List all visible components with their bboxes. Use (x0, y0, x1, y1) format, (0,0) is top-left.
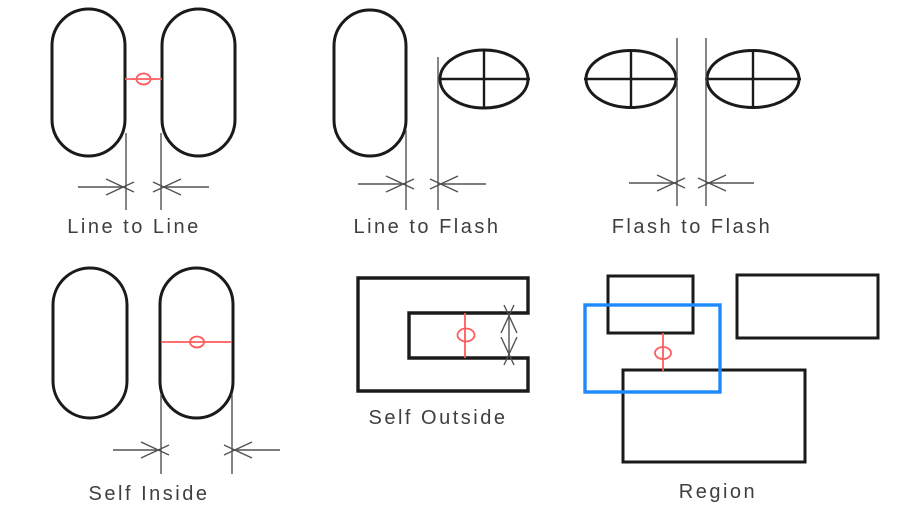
panel-flash-to-flash: Flash to Flash (584, 38, 801, 238)
panel-label-self-outside: Self Outside (369, 407, 508, 429)
spacing-marker-circle-icon (189, 335, 205, 349)
copper-rectangles (606, 273, 880, 464)
arrowhead-stroke (223, 444, 253, 459)
panel-label-line-to-line: Line to Line (67, 216, 200, 238)
panel-self-outside: Self Outside (356, 276, 530, 429)
dimension-indicator (629, 38, 754, 206)
trace-stadium-left (50, 7, 127, 158)
arrowhead-stroke (152, 181, 182, 196)
arrowhead-stroke (500, 336, 515, 366)
arrowhead-stroke (429, 175, 459, 190)
flash-crosshair-icon (438, 50, 530, 108)
arrowhead-stroke (503, 336, 518, 366)
panel-label-self-inside: Self Inside (89, 483, 210, 505)
arrowhead-stroke (105, 181, 135, 196)
arrowhead-stroke (140, 444, 170, 459)
panel-label-line-to-flash: Line to Flash (353, 216, 500, 238)
trace-and-flash-shapes (332, 8, 530, 158)
double-headed-arrow (500, 304, 518, 366)
arrowhead-stroke (152, 178, 182, 193)
trace-stadium-right (158, 266, 235, 420)
panel-region: Region (583, 273, 880, 503)
trace-stadium-left (51, 266, 129, 420)
c-shaped-copper-polygon (356, 276, 530, 393)
spacing-marker-circle-icon (135, 72, 152, 86)
arrowhead-stroke (697, 177, 727, 192)
arrowhead-stroke (656, 177, 686, 192)
arrowhead-stroke (105, 178, 135, 193)
panel-line-to-line: Line to Line (50, 7, 237, 238)
spacing-marker (456, 313, 476, 358)
spacing-marker (162, 335, 231, 349)
panel-self-inside: Self Inside (51, 266, 280, 505)
copper-rect-large (621, 368, 807, 464)
arrowhead-stroke (656, 174, 686, 189)
copper-rect-wide (735, 273, 880, 340)
arrowhead-stroke (429, 178, 459, 193)
spacing-marker-circle-icon (456, 327, 476, 343)
arrowhead-stroke (385, 178, 415, 193)
arrowhead-stroke (140, 441, 170, 456)
region-window-rect (583, 303, 722, 394)
trace-shapes (51, 266, 235, 420)
panel-label-flash-to-flash: Flash to Flash (612, 216, 773, 238)
flash-shapes (584, 49, 801, 109)
flash-crosshair-icon (584, 50, 801, 108)
dimension-indicator (113, 394, 280, 474)
arrowhead-stroke (500, 304, 515, 334)
spacing-marker-circle-icon (654, 346, 672, 360)
panel-label-region: Region (679, 481, 757, 503)
arrowhead-stroke (385, 175, 415, 190)
spacing-marker (654, 333, 672, 371)
trace-shapes (50, 7, 237, 158)
arrowhead-stroke (697, 174, 727, 189)
trace-stadium (332, 8, 408, 158)
spacing-marker (125, 72, 162, 86)
arrowhead-stroke (503, 304, 518, 334)
panel-line-to-flash: Line to Flash (332, 8, 530, 238)
arrowhead-stroke (223, 441, 253, 456)
trace-stadium-right (160, 7, 237, 158)
dimension-indicator (78, 133, 209, 210)
dimension-indicator (358, 57, 486, 210)
